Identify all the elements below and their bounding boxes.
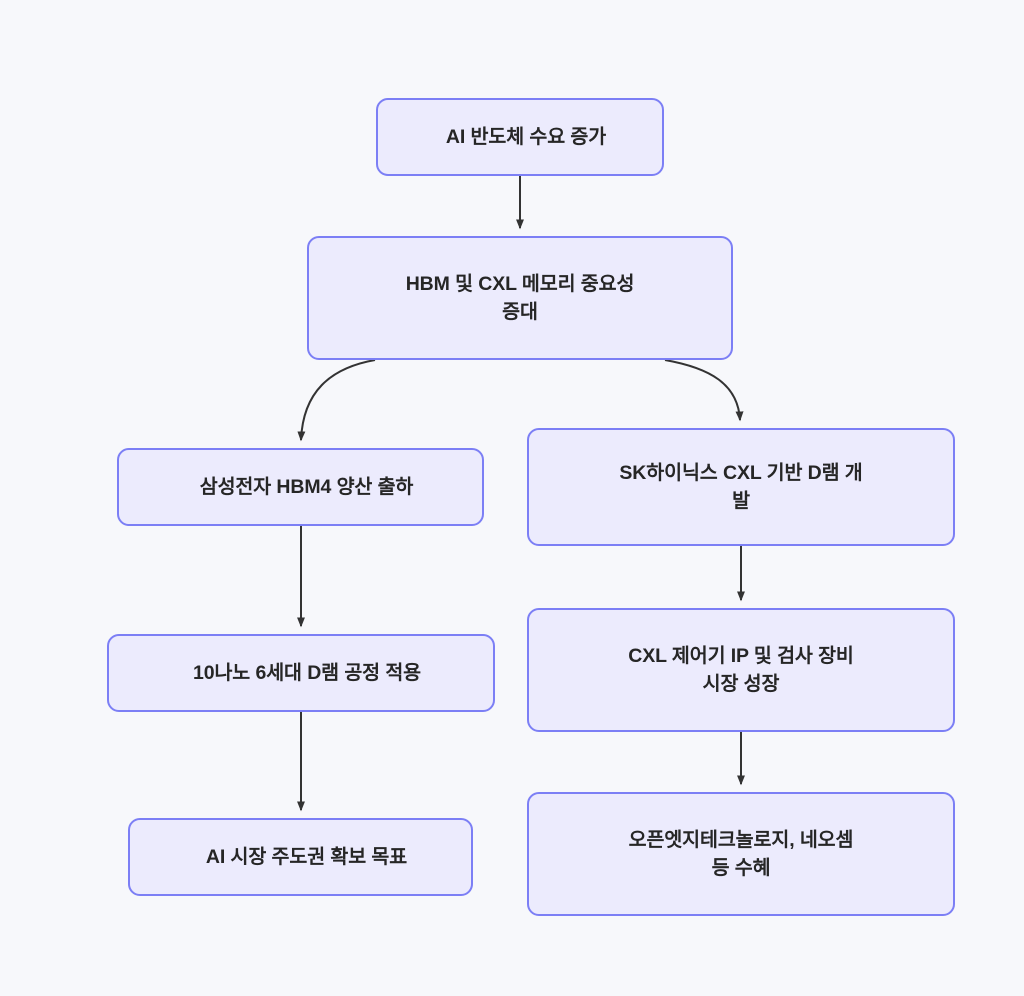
node-label: 10나노 6세대 D램 공정 적용 xyxy=(192,661,422,684)
node-cxl-controller-ip-market[interactable]: CXL 제어기 IP 및 검사 장비 시장 성장 xyxy=(527,608,955,732)
node-label: 오픈엣지테크놀로지, 네오셈 등 수혜 xyxy=(628,828,854,879)
node-ai-market-leadership-goal[interactable]: AI 시장 주도권 확보 목표 xyxy=(128,818,473,896)
node-label: HBM 및 CXL 메모리 중요성 증대 xyxy=(405,272,635,323)
node-label: SK하이닉스 CXL 기반 D램 개 발 xyxy=(619,461,863,512)
node-ai-semiconductor-demand[interactable]: AI 반도체 수요 증가 xyxy=(376,98,664,176)
node-label: 삼성전자 HBM4 양산 출하 xyxy=(199,475,414,498)
node-beneficiary-companies[interactable]: 오픈엣지테크놀로지, 네오셈 등 수혜 xyxy=(527,792,955,916)
node-label: AI 시장 주도권 확보 목표 xyxy=(205,845,408,868)
node-samsung-hbm4-production[interactable]: 삼성전자 HBM4 양산 출하 xyxy=(117,448,484,526)
edge-memory-to-samsung-hbm4 xyxy=(297,359,376,442)
node-10nm-6th-gen-dram-process[interactable]: 10나노 6세대 D램 공정 적용 xyxy=(107,634,495,712)
node-sk-hynix-cxl-dram[interactable]: SK하이닉스 CXL 기반 D램 개 발 xyxy=(527,428,955,546)
node-label: AI 반도체 수요 증가 xyxy=(445,125,607,148)
node-hbm-cxl-memory-importance[interactable]: HBM 및 CXL 메모리 중요성 증대 xyxy=(307,236,733,360)
node-label: CXL 제어기 IP 및 검사 장비 시장 성장 xyxy=(628,644,854,695)
edge-memory-to-sk-cxl-dram xyxy=(664,359,744,422)
